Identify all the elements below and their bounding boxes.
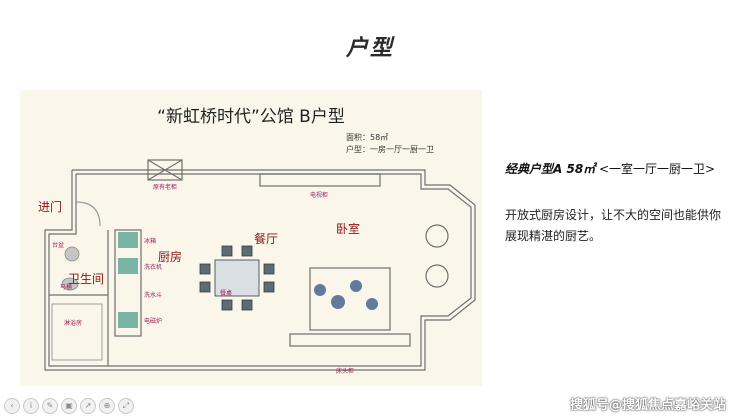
fixture-label-table: 餐桌 bbox=[220, 290, 233, 297]
fixture-label-fridge: 冰箱 bbox=[144, 238, 157, 245]
fixture-label-toilet: 马桶 bbox=[60, 284, 73, 291]
room-label-bathroom: 卫生间 bbox=[68, 272, 105, 286]
info-icon[interactable]: i bbox=[23, 398, 39, 414]
room-label-bedroom: 卧室 bbox=[336, 222, 361, 236]
share-icon[interactable]: ↗ bbox=[80, 398, 96, 414]
room-label-entrance: 进门 bbox=[38, 200, 63, 214]
fixture-label-shower: 淋浴房 bbox=[64, 320, 83, 327]
room-label-kitchen: 厨房 bbox=[158, 250, 183, 264]
fullscreen-icon[interactable]: ⤢ bbox=[118, 398, 134, 414]
area-label: 面积：58㎡ bbox=[346, 133, 389, 142]
floor-plan-panel: “新虹桥时代”公馆 B户型 面积：58㎡ 户型：一房一厅一厨一卫 bbox=[20, 90, 482, 386]
back-icon[interactable]: ‹ bbox=[4, 398, 20, 414]
floor-plan-drawing bbox=[44, 159, 476, 371]
fixture-label-stove: 电磁炉 bbox=[144, 318, 163, 325]
fixture-label-tv: 电视柜 bbox=[310, 192, 329, 199]
heading-bold: 经典户型A 58㎡ bbox=[505, 162, 596, 176]
fixture-label-washer: 洗衣机 bbox=[144, 264, 163, 271]
room-label-dining: 餐厅 bbox=[254, 232, 279, 246]
description-panel: 经典户型A 58㎡ <一室一厅一厨一卫> 开放式厨房设计，让不大的空间也能供你展… bbox=[505, 160, 730, 247]
fixture-label-hood: 原有老柜 bbox=[153, 184, 178, 191]
heading-rest: <一室一厅一厨一卫> bbox=[599, 162, 716, 176]
zoom-icon[interactable]: ⊕ bbox=[99, 398, 115, 414]
fixture-label-basin: 台盆 bbox=[52, 242, 65, 249]
fixture-label-sink: 洗水斗 bbox=[144, 292, 163, 299]
watermark: 搜狐号@搜狐焦点嘉峪关站 bbox=[569, 398, 726, 413]
fixture-label-bedside: 床头柜 bbox=[336, 368, 355, 375]
viewer-toolbar: ‹ i ✎ ▣ ↗ ⊕ ⤢ bbox=[4, 398, 134, 414]
description-body: 开放式厨房设计，让不大的空间也能供你展现精湛的厨艺。 bbox=[505, 208, 722, 243]
description-heading: 经典户型A 58㎡ <一室一厅一厨一卫> bbox=[505, 160, 730, 177]
edit-icon[interactable]: ✎ bbox=[42, 398, 58, 414]
layout-label: 户型：一房一厅一厨一卫 bbox=[346, 145, 434, 154]
floor-plan-title: “新虹桥时代”公馆 B户型 bbox=[157, 107, 345, 127]
image-icon[interactable]: ▣ bbox=[61, 398, 77, 414]
page-title: 户型 bbox=[345, 36, 394, 61]
